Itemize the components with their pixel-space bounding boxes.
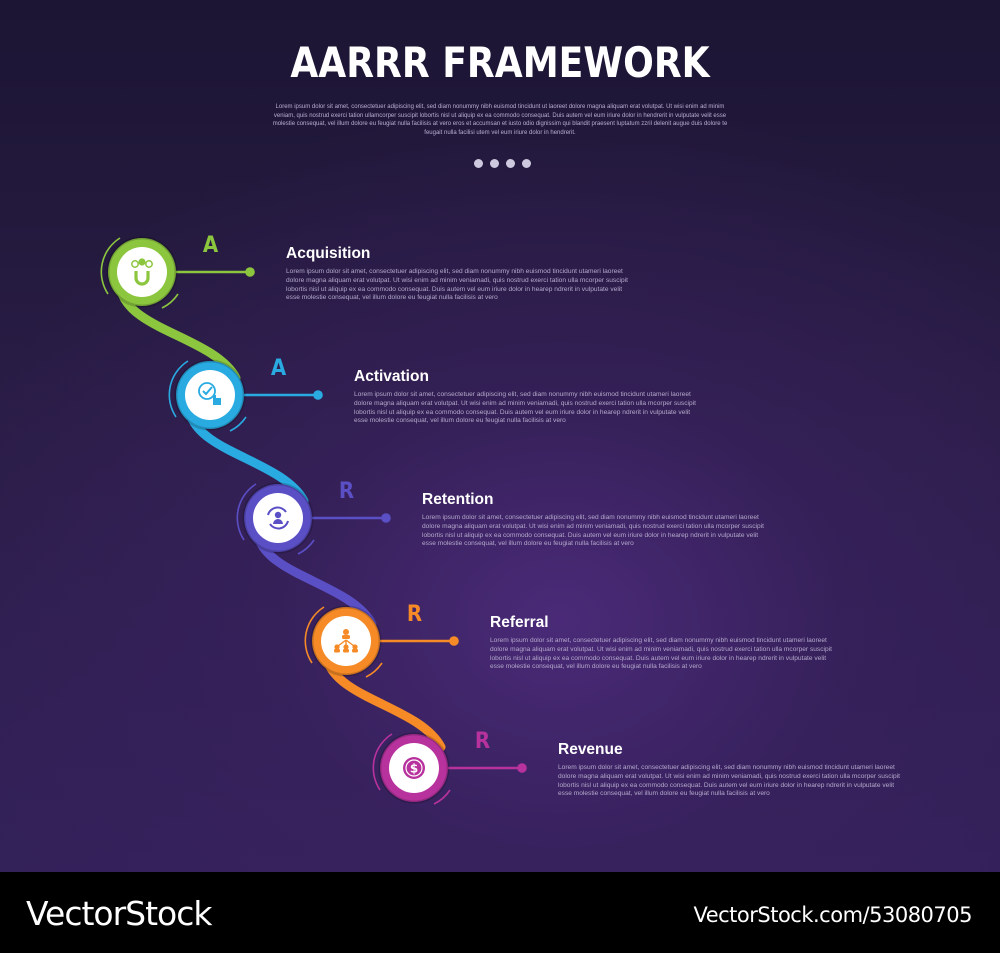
step-node-1 (100, 236, 255, 309)
decor-arc (161, 293, 179, 309)
step-node-2 (168, 359, 323, 432)
step-letter: R (406, 602, 423, 627)
step-title: Retention (422, 491, 494, 508)
footer-bar: VectorStock VectorStock.com/53080705 (0, 872, 1000, 953)
step-letter: A (270, 356, 287, 381)
decor-arc (365, 662, 383, 678)
step-letter: A (202, 233, 219, 258)
decor-arc (304, 606, 325, 664)
referral-network-icon (334, 629, 358, 653)
dollar-coin-icon: $ (403, 757, 425, 779)
touch-checkmark-icon (198, 382, 221, 405)
decor-arc (168, 360, 189, 418)
step-connector-dot (313, 390, 323, 400)
step-description: Lorem ipsum dolor sit amet, consectetuer… (422, 514, 764, 548)
step-ring-shade (242, 482, 314, 554)
page-dot (490, 159, 499, 168)
decor-arc (433, 789, 451, 805)
step-node-4 (304, 605, 459, 678)
step-title: Referral (490, 614, 549, 631)
step-description: Lorem ipsum dolor sit amet, consectetuer… (286, 268, 628, 302)
user-cycle-icon (267, 506, 289, 530)
step-disc (185, 370, 235, 420)
step-ring-shade (106, 236, 178, 308)
image-credit: VectorStock.com/53080705 (693, 903, 972, 927)
infographic-canvas: AARRR FRAMEWORK Lorem ipsum dolor sit am… (0, 0, 1000, 872)
decor-arc (372, 733, 393, 791)
step-connector-dot (449, 636, 459, 646)
step-letter: R (474, 729, 491, 754)
decor-arc (100, 237, 121, 295)
step-description: Lorem ipsum dolor sit amet, consectetuer… (490, 637, 832, 671)
page-title: AARRR FRAMEWORK (290, 38, 710, 87)
step-node-3 (236, 482, 391, 555)
step-connector-dot (245, 267, 255, 277)
step-title: Activation (354, 368, 429, 385)
svg-text:$: $ (410, 762, 418, 776)
step-disc (117, 247, 167, 297)
step-connector-dot (517, 763, 527, 773)
page-dot (474, 159, 483, 168)
step-description: Lorem ipsum dolor sit amet, consectetuer… (354, 391, 696, 425)
step-node-5: $ (372, 732, 527, 805)
brand-logo: VectorStock (26, 894, 212, 933)
step-title: Revenue (558, 741, 623, 758)
decor-arc (297, 539, 315, 555)
intro-paragraph: Lorem ipsum dolor sit amet, consectetuer… (272, 104, 728, 136)
decor-arc (229, 416, 247, 432)
decor-arc (236, 483, 257, 541)
page-dot (522, 159, 531, 168)
step-ring-shade (174, 359, 246, 431)
step-title: Acquisition (286, 245, 371, 262)
step-description: Lorem ipsum dolor sit amet, consectetuer… (558, 764, 900, 798)
step-ring-shade (378, 732, 450, 804)
page-dot (506, 159, 515, 168)
step-connector-dot (381, 513, 391, 523)
funnel-path-diagram: $ (100, 236, 527, 805)
page-dots (474, 159, 531, 168)
step-ring-shade (310, 605, 382, 677)
step-letter: R (338, 479, 355, 504)
magnet-users-icon (131, 258, 153, 286)
